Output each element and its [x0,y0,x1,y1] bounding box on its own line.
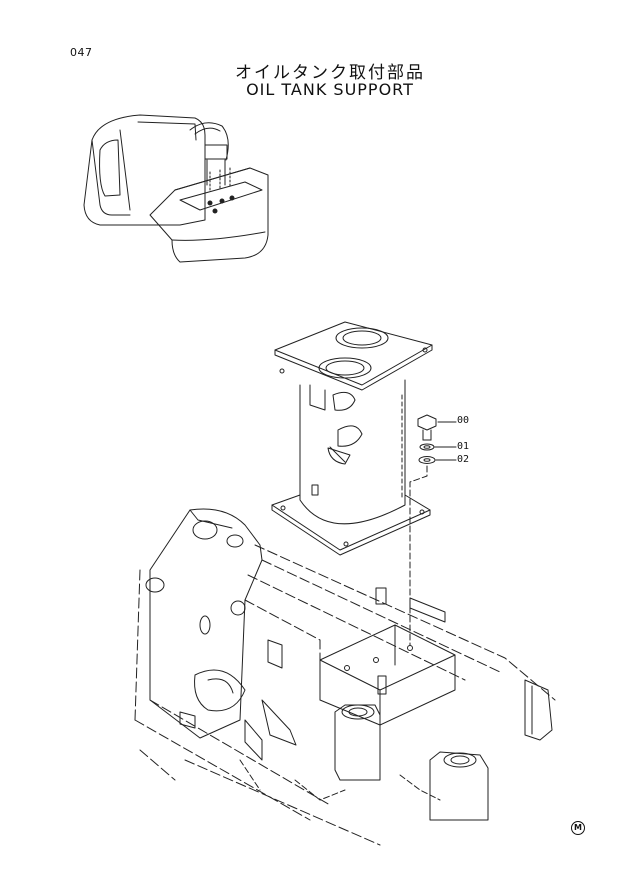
title-japanese: オイルタンク取付部品 [235,63,425,83]
m-mark-icon: M [571,821,585,835]
title-english: OIL TANK SUPPORT [246,80,414,99]
callout-02: 02 [457,454,470,465]
page-number: 047 [70,46,93,59]
oil-tank-support-stand [271,321,433,556]
callout-01: 01 [457,441,470,452]
excavator-overview-illustration [83,114,269,263]
upper-frame [134,508,556,846]
callout-00: 00 [457,415,470,426]
fastener-stack [409,414,457,646]
